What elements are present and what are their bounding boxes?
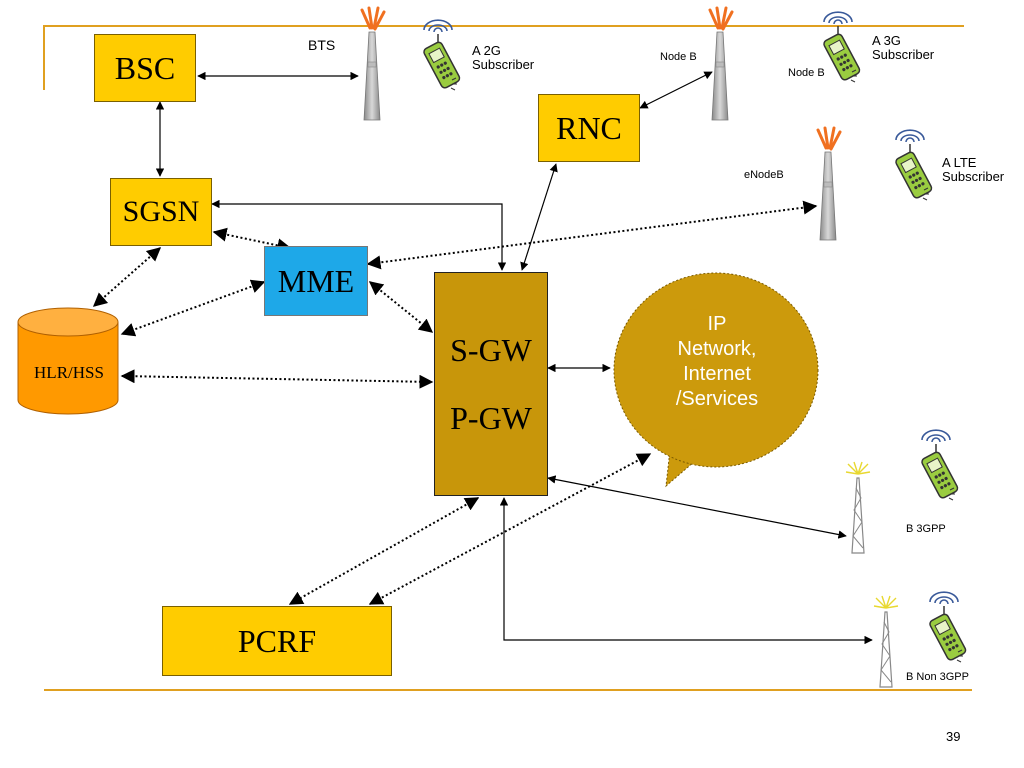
page-number: 39 bbox=[946, 729, 961, 744]
hlr-hss-cylinder bbox=[17, 307, 119, 415]
mme-node: MME bbox=[264, 246, 368, 316]
enodeb-tower-icon bbox=[816, 126, 842, 242]
hlr-hss-label: HLR/HSS bbox=[34, 363, 104, 382]
node-b-label-1: Node B bbox=[660, 51, 697, 63]
cloud-text: IP Network, Internet /Services bbox=[622, 312, 812, 412]
subscriber-2g-line-1: A 2G bbox=[472, 43, 501, 58]
subscriber-2g-phone-icon bbox=[421, 19, 462, 91]
pcrf-node: PCRF bbox=[162, 606, 392, 676]
subscriber-b-3gpp-phone-icon bbox=[919, 429, 960, 501]
mme-label: MME bbox=[277, 262, 355, 299]
subscriber-3g-line-1: A 3G bbox=[872, 33, 901, 48]
bts-tower-icon bbox=[360, 6, 386, 122]
subscriber-3g-phone-icon bbox=[821, 11, 862, 83]
sgsn-node: SGSN bbox=[110, 178, 212, 246]
bts-label: BTS bbox=[308, 37, 336, 53]
sgsn-label: SGSN bbox=[122, 195, 200, 228]
node-b-tower-icon bbox=[708, 6, 734, 122]
subscriber-3g-line-2: Subscriber bbox=[872, 46, 935, 62]
bsc-label: BSC bbox=[114, 49, 176, 86]
link-gw-pcrf bbox=[288, 497, 480, 605]
link-sgsn-hlr bbox=[92, 247, 162, 307]
cloud-line-network: Network, bbox=[677, 338, 757, 360]
link-gw-bnon3gpp bbox=[499, 497, 873, 645]
cloud-line-internet: Internet bbox=[683, 363, 751, 385]
link-mme-hlr bbox=[120, 279, 266, 337]
subscriber-lte-line-2: Subscriber bbox=[942, 168, 1005, 184]
rnc-label: RNC bbox=[556, 109, 622, 146]
link-rnc-nodeb bbox=[639, 71, 713, 109]
link-mme-gw bbox=[368, 281, 434, 333]
cloud-line-ip: IP bbox=[707, 313, 727, 335]
enodeb-label: eNodeB bbox=[744, 169, 784, 181]
b-3gpp-lattice-tower-icon bbox=[845, 461, 871, 554]
link-pcrf-cloud bbox=[368, 453, 652, 605]
rnc-node: RNC bbox=[538, 94, 640, 162]
link-gw-b3gpp bbox=[547, 475, 847, 539]
subscriber-b-non-3gpp-phone-icon bbox=[927, 591, 968, 663]
link-sgsn-mme bbox=[212, 227, 292, 253]
cloud-line-services: /Services bbox=[675, 388, 759, 410]
link-hlr-gw bbox=[120, 369, 434, 389]
b-3gpp-label: B 3GPP bbox=[906, 523, 946, 535]
pcrf-label: PCRF bbox=[237, 622, 317, 659]
b-non-3gpp-lattice-tower-icon bbox=[873, 595, 899, 688]
node-b-label-2: Node B bbox=[788, 67, 825, 79]
subscriber-lte-phone-icon bbox=[893, 129, 934, 201]
subscriber-2g-label: A 2G Subscriber bbox=[472, 44, 534, 71]
subscriber-lte-label: A LTE Subscriber bbox=[942, 156, 1004, 183]
link-rnc-gw bbox=[520, 163, 558, 271]
s-gw-label: S-GW bbox=[450, 332, 532, 368]
subscriber-2g-line-2: Subscriber bbox=[472, 56, 535, 72]
bsc-node: BSC bbox=[94, 34, 196, 102]
b-non-3gpp-label: B Non 3GPP bbox=[906, 671, 969, 683]
subscriber-lte-line-1: A LTE bbox=[942, 155, 977, 170]
subscriber-3g-label: A 3G Subscriber bbox=[872, 34, 934, 61]
gateway-node: S-GW P-GW bbox=[434, 272, 548, 496]
p-gw-label: P-GW bbox=[450, 400, 532, 436]
top-rule bbox=[43, 25, 964, 90]
link-mme-enodeb bbox=[366, 200, 818, 270]
